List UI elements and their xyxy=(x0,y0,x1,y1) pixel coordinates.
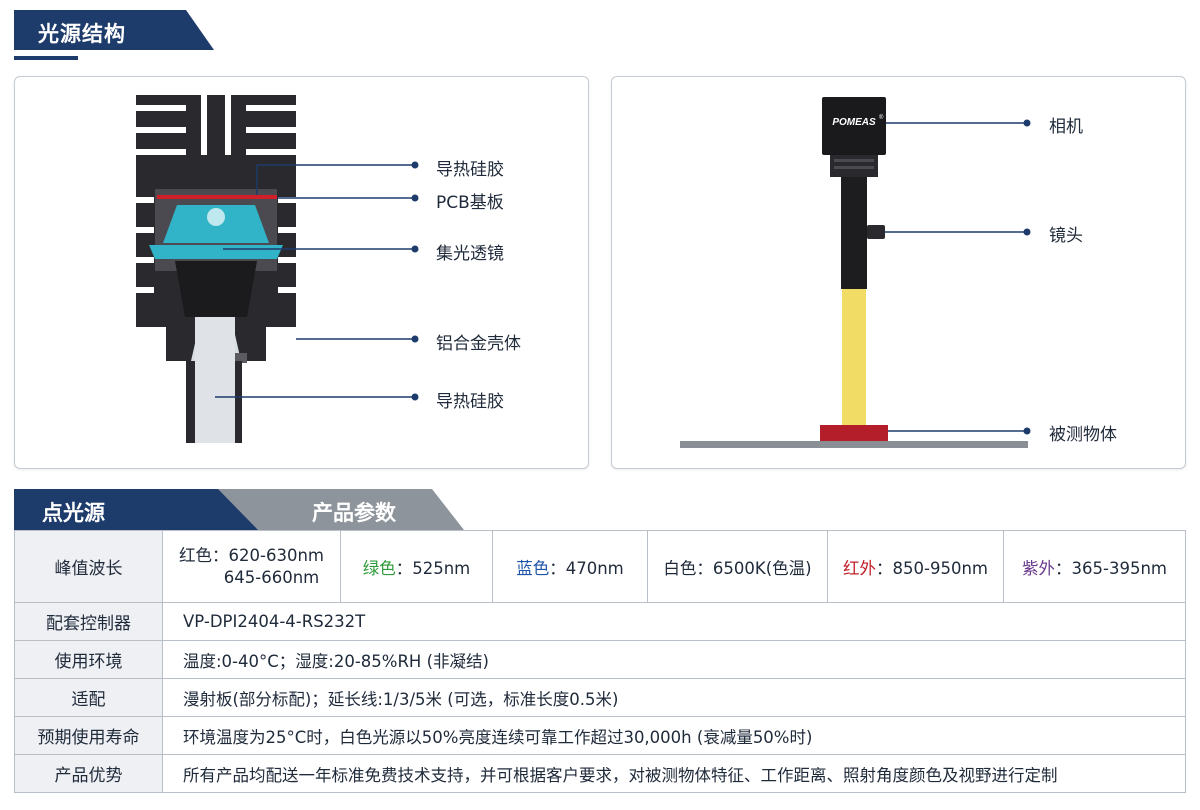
section-title: 光源结构 xyxy=(38,22,126,46)
blue-label: 蓝色 xyxy=(516,558,550,578)
row-value: 温度:0-40°C；湿度:20-85%RH (非凝结) xyxy=(162,640,1186,679)
row-value: 漫射板(部分标配)；延长线:1/3/5米 (可选，标准长度0.5米) xyxy=(162,678,1186,717)
table-row: 预期使用寿命 环境温度为25°C时，白色光源以50%亮度连续可靠工作超过30,0… xyxy=(14,716,1186,755)
table-row: 适配 漫射板(部分标配)；延长线:1/3/5米 (可选，标准长度0.5米) xyxy=(14,678,1186,717)
uv-value: ：365-395nm xyxy=(1055,558,1167,578)
header-underline xyxy=(14,56,78,60)
row-value: 所有产品均配送一年标准免费技术支持，并可根据客户要求，对被测物体特征、工作距离、… xyxy=(162,754,1186,793)
cell-blue: 蓝色：470nm xyxy=(492,530,648,603)
label-test-object: 被测物体 xyxy=(1049,425,1117,445)
cell-white: 白色：6500K(色温) xyxy=(647,530,828,603)
blue-value: ：470nm xyxy=(549,558,624,578)
header-banner xyxy=(14,10,214,50)
tab-product-params[interactable] xyxy=(214,489,464,530)
row-header: 预期使用寿命 xyxy=(14,716,163,755)
label-thermal-silicone-bottom: 导热硅胶 xyxy=(436,392,504,412)
table-row: 配套控制器 VP-DPI2404-4-RS232T xyxy=(14,602,1186,641)
table-row-wavelength: 峰值波长 红色：620-630nm 645-660nm 绿色：525nm 蓝色：… xyxy=(14,530,1186,603)
green-value: ：525nm xyxy=(395,558,471,578)
row-value: VP-DPI2404-4-RS232T xyxy=(162,602,1186,641)
red-value-1: 620-630nm xyxy=(228,545,324,565)
tab-point-light-label: 点光源 xyxy=(42,501,105,525)
ir-value: ：850-950nm xyxy=(876,558,988,578)
cell-red: 红色：620-630nm 645-660nm xyxy=(162,530,341,603)
ir-label: 红外 xyxy=(843,558,876,578)
row-header: 峰值波长 xyxy=(14,530,163,603)
setup-diagram-panel: POMEAS ® 相机 镜头 被测物体 xyxy=(611,76,1186,469)
uv-label: 紫外 xyxy=(1022,558,1055,578)
tab-product-params-label: 产品参数 xyxy=(312,501,396,525)
spec-table: 峰值波长 红色：620-630nm 645-660nm 绿色：525nm 蓝色：… xyxy=(14,530,1186,793)
cell-infrared: 红外：850-950nm xyxy=(827,530,1004,603)
label-thermal-silicone-top: 导热硅胶 xyxy=(436,160,504,180)
cell-ultraviolet: 紫外：365-395nm xyxy=(1003,530,1186,603)
label-pcb-substrate: PCB基板 xyxy=(436,193,504,213)
row-header: 配套控制器 xyxy=(14,602,163,641)
camera-setup-diagram: POMEAS ® xyxy=(680,97,1031,448)
camera-brand: POMEAS xyxy=(832,117,876,128)
row-header: 产品优势 xyxy=(14,754,163,793)
red-label: 红色 xyxy=(179,545,212,565)
label-lens: 镜头 xyxy=(1049,226,1083,246)
cross-section-diagram xyxy=(136,95,419,443)
cell-green: 绿色：525nm xyxy=(340,530,493,603)
row-value: 环境温度为25°C时，白色光源以50%亮度连续可靠工作超过30,000h (衰减… xyxy=(162,716,1186,755)
label-aluminum-housing: 铝合金壳体 xyxy=(436,334,521,354)
structure-diagram-panel: 导热硅胶 PCB基板 集光透镜 铝合金壳体 导热硅胶 xyxy=(14,76,589,469)
row-header: 适配 xyxy=(14,678,163,717)
red-value-2: 645-660nm xyxy=(223,567,320,587)
camera-brand-mark: ® xyxy=(879,114,884,121)
label-camera: 相机 xyxy=(1049,117,1083,137)
green-label: 绿色 xyxy=(362,558,396,578)
red-sep: ： xyxy=(212,545,229,565)
row-header: 使用环境 xyxy=(14,640,163,679)
label-condenser-lens: 集光透镜 xyxy=(436,244,504,264)
section-header-params: 点光源 产品参数 xyxy=(14,489,464,530)
tab-point-light[interactable] xyxy=(14,489,258,530)
table-row: 使用环境 温度:0-40°C；湿度:20-85%RH (非凝结) xyxy=(14,640,1186,679)
table-row: 产品优势 所有产品均配送一年标准免费技术支持，并可根据客户要求，对被测物体特征、… xyxy=(14,754,1186,793)
section-header-structure: 光源结构 xyxy=(14,10,214,50)
